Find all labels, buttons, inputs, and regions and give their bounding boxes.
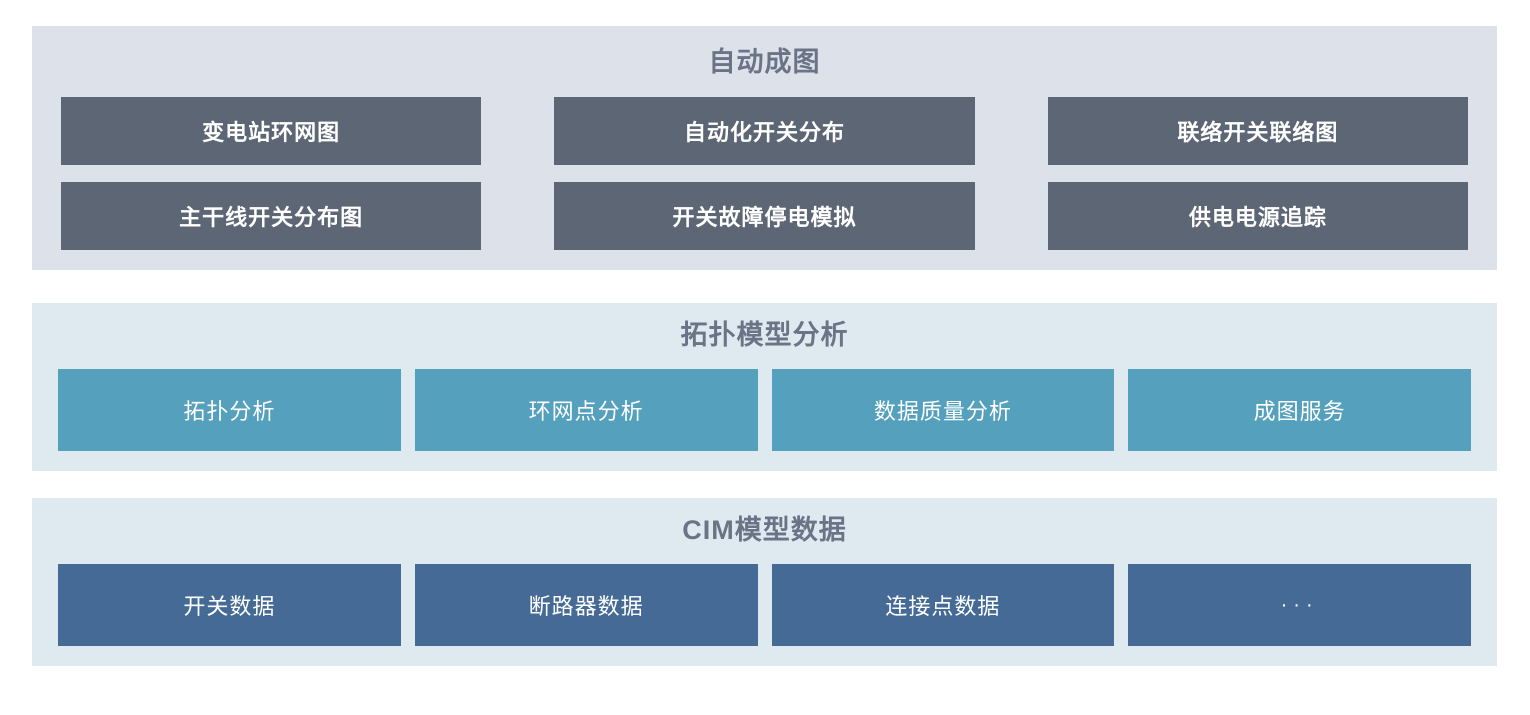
button-substation-ring-network-diagram[interactable]: 变电站环网图	[61, 97, 482, 165]
button-label: 供电电源追踪	[1188, 205, 1327, 230]
button-label: 成图服务	[1253, 399, 1346, 424]
button-switch-data[interactable]: 开关数据	[58, 564, 401, 646]
button-data-quality-analysis[interactable]: 数据质量分析	[771, 369, 1115, 451]
button-label: 断路器数据	[528, 594, 644, 619]
button-label: ···	[1280, 593, 1319, 616]
button-tie-switch-contact-diagram[interactable]: 联络开关联络图	[1047, 97, 1468, 165]
button-label: 连接点数据	[885, 594, 1001, 619]
button-label: 联络开关联络图	[1177, 120, 1339, 145]
section-title-auto-mapping: 自动成图	[708, 47, 821, 77]
button-grid-cim-model-data: 开关数据 断路器数据 连接点数据 ···	[58, 564, 1471, 646]
button-power-supply-source-tracing[interactable]: 供电电源追踪	[1047, 182, 1468, 250]
section-topology-model-analysis: 拓扑模型分析 拓扑分析 环网点分析 数据质量分析 成图服务	[32, 303, 1497, 471]
button-circuit-breaker-data[interactable]: 断路器数据	[414, 564, 758, 646]
button-more-data[interactable]: ···	[1128, 564, 1471, 646]
button-grid-topology-model-analysis: 拓扑分析 环网点分析 数据质量分析 成图服务	[58, 369, 1471, 451]
section-title-cim-model-data: CIM模型数据	[682, 515, 847, 545]
button-automation-switch-distribution[interactable]: 自动化开关分布	[554, 97, 975, 165]
button-trunk-line-switch-distribution-diagram[interactable]: 主干线开关分布图	[61, 182, 482, 250]
button-label: 开关数据	[183, 594, 276, 619]
section-title-topology-model-analysis: 拓扑模型分析	[680, 320, 849, 350]
section-cim-model-data: CIM模型数据 开关数据 断路器数据 连接点数据 ···	[32, 498, 1497, 666]
button-connectivity-node-data[interactable]: 连接点数据	[771, 564, 1115, 646]
button-topology-analysis[interactable]: 拓扑分析	[58, 369, 401, 451]
button-ring-network-point-analysis[interactable]: 环网点分析	[414, 369, 758, 451]
button-label: 拓扑分析	[183, 399, 276, 424]
section-auto-mapping: 自动成图 变电站环网图 自动化开关分布 联络开关联络图 主干线开关分布图 开关故…	[32, 26, 1497, 270]
button-label: 自动化开关分布	[683, 120, 845, 145]
button-label: 开关故障停电模拟	[672, 205, 857, 230]
button-switch-fault-outage-simulation[interactable]: 开关故障停电模拟	[554, 182, 975, 250]
button-grid-auto-mapping: 变电站环网图 自动化开关分布 联络开关联络图 主干线开关分布图 开关故障停电模拟…	[61, 97, 1468, 250]
architecture-stack: 自动成图 变电站环网图 自动化开关分布 联络开关联络图 主干线开关分布图 开关故…	[32, 26, 1497, 666]
button-mapping-service[interactable]: 成图服务	[1128, 369, 1471, 451]
button-label: 变电站环网图	[202, 120, 341, 145]
button-label: 数据质量分析	[873, 399, 1012, 424]
button-label: 环网点分析	[528, 399, 644, 424]
button-label: 主干线开关分布图	[179, 205, 364, 230]
